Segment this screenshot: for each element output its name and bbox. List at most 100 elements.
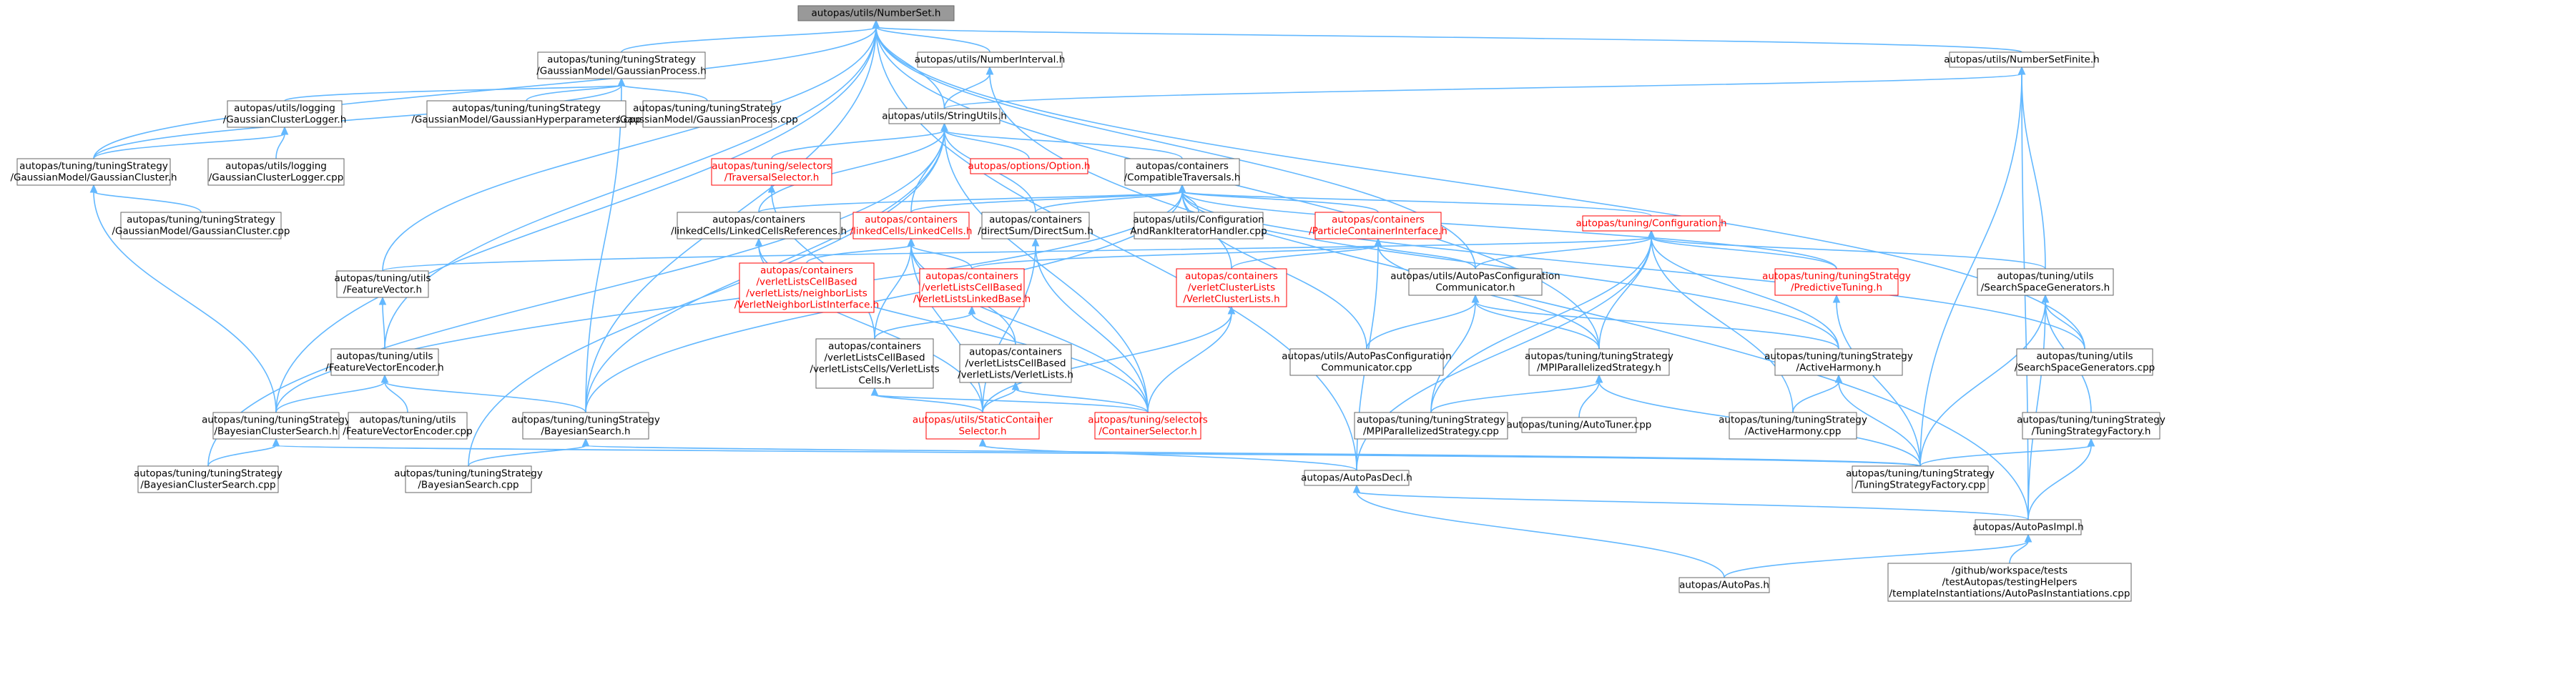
graph-node-n22[interactable]: autopas/containers/verletListsCellBased/… [734,262,880,313]
graph-node-n34[interactable]: autopas/tuning/utils/SearchSpaceGenerato… [2015,348,2155,376]
graph-node-n40[interactable]: autopas/tuning/tuningStrategy/MPIParalle… [1354,412,1508,440]
edge-n33-n42 [1792,381,1839,413]
edge-n27-n48 [2027,301,2046,520]
edge-n29-n38 [874,394,983,413]
edge-n8-n12 [943,129,1030,159]
graph-node-n45[interactable]: autopas/tuning/tuningStrategy/BayesianSe… [394,465,543,493]
graph-node-n30[interactable]: autopas/containers/verletListsCellBased/… [958,344,1073,383]
node-label-line: autopas/utils/AutoPasConfiguration [1390,271,1560,282]
graph-node-n36[interactable]: autopas/tuning/utils/FeatureVectorEncode… [343,412,473,440]
graph-node-n20[interactable]: autopas/tuning/Configuration.h [1575,215,1727,232]
node-label-line: autopas/tuning/AutoTuner.cpp [1507,420,1652,431]
graph-node-n42[interactable]: autopas/tuning/tuningStrategy/ActiveHarm… [1719,412,1867,440]
graph-node-n7[interactable]: autopas/tuning/tuningStrategy/GaussianMo… [616,100,798,128]
graph-node-n28[interactable]: autopas/tuning/utils/FeatureVectorEncode… [325,348,444,376]
edge-n2-n7 [621,84,708,102]
graph-node-n14[interactable]: autopas/tuning/tuningStrategy/GaussianMo… [112,212,290,239]
graph-node-n26[interactable]: autopas/tuning/tuningStrategy/Predictive… [1762,268,1911,296]
node-label-line: autopas/options/Option.h [968,161,1091,172]
graph-node-n16[interactable]: autopas/containers/linkedCells/LinkedCel… [850,212,973,239]
graph-node-n25[interactable]: autopas/utils/AutoPasConfigurationCommun… [1390,268,1560,296]
graph-node-n37[interactable]: autopas/tuning/tuningStrategy/BayesianSe… [511,412,660,440]
edge-n24-n39 [1147,312,1232,413]
edge-arrowhead [617,77,626,86]
node-box [1124,158,1240,186]
graph-node-n9[interactable]: autopas/tuning/tuningStrategy/GaussianMo… [10,158,177,186]
edge-n13-n17 [1035,191,1183,213]
edge-n19-n23 [971,244,1379,270]
graph-node-n29[interactable]: autopas/containers/verletListsCellBased/… [810,338,940,389]
graph-node-n13[interactable]: autopas/containers/CompatibleTraversals.… [1124,158,1241,186]
graph-node-n6[interactable]: autopas/tuning/tuningStrategy/GaussianMo… [411,100,641,128]
graph-node-n8[interactable]: autopas/utils/StringUtils.h [882,108,1007,124]
node-label-line: /CompatibleTraversals.h [1124,172,1241,184]
node-box [207,158,345,186]
graph-node-n4[interactable]: autopas/utils/NumberSetFinite.h [1944,51,2100,68]
graph-node-n18[interactable]: autopas/utils/ConfigurationAndRankIterat… [1130,212,1267,239]
graph-node-n39[interactable]: autopas/tuning/selectors/ContainerSelect… [1088,412,1208,440]
graph-node-n15[interactable]: autopas/containers/linkedCells/LinkedCel… [671,212,847,239]
graph-node-n31[interactable]: autopas/utils/AutoPasConfigurationCommun… [1282,348,1452,376]
graph-node-n21[interactable]: autopas/tuning/utils/FeatureVector.h [334,270,431,298]
graph-node-n41[interactable]: autopas/tuning/AutoTuner.cpp [1507,417,1652,433]
edge-n28-n36 [384,381,408,413]
graph-node-n1[interactable]: autopas/utils/NumberSet.h [797,5,955,21]
edge-arrowhead [2041,294,2050,303]
node-box [1314,212,1442,239]
node-box [797,5,955,21]
node-box [1774,348,1903,376]
node-label-line: /GaussianModel/GaussianHyperparameters.c… [411,114,641,126]
edge-arrowhead [870,387,879,396]
graph-node-n11[interactable]: autopas/tuning/selectors/TraversalSelect… [711,158,832,186]
edge-n17-n39 [1035,244,1149,413]
graph-node-n43[interactable]: autopas/tuning/tuningStrategy/TuningStra… [2017,412,2165,440]
edge-n26-n47 [1836,301,1921,467]
node-label-line: autopas/tuning/tuningStrategy [452,103,601,114]
graph-node-n32[interactable]: autopas/tuning/tuningStrategy/MPIParalle… [1525,348,1673,376]
graph-node-n2[interactable]: autopas/tuning/tuningStrategy/GaussianMo… [536,51,707,79]
graph-node-n24[interactable]: autopas/containers/verletClusterLists/Ve… [1176,268,1287,307]
graph-node-n27[interactable]: autopas/tuning/utils/SearchSpaceGenerato… [1977,268,2114,296]
graph-node-n44[interactable]: autopas/tuning/tuningStrategy/BayesianCl… [134,465,282,493]
graph-node-n49[interactable]: autopas/AutoPas.h [1678,577,1770,593]
graph-node-n5[interactable]: autopas/utils/logging/GaussianClusterLog… [223,100,347,128]
graph-node-n50[interactable]: /github/workspace/tests/testAutopas/test… [1887,563,2132,602]
graph-node-n46[interactable]: autopas/AutoPasDecl.h [1301,470,1412,486]
edge-arrowhead [2024,533,2032,543]
node-box [1521,417,1637,433]
edge-arrowhead [380,374,389,383]
node-label-line: autopas/containers [865,214,958,226]
edge-n1-n35 [275,26,877,413]
node-label-line: autopas/tuning/utils [359,415,456,426]
graph-node-n35[interactable]: autopas/tuning/tuningStrategy/BayesianCl… [202,412,350,440]
edge-n8-n45 [468,129,945,467]
edge-n1-n21 [382,26,877,272]
graph-node-n17[interactable]: autopas/containers/directSum/DirectSum.h [978,212,1093,239]
edge-n8-n15 [758,129,945,213]
graph-node-n33[interactable]: autopas/tuning/tuningStrategy/ActiveHarm… [1764,348,1913,376]
node-label-line: /GaussianClusterLogger.cpp [209,172,344,184]
node-box [711,158,832,186]
node-label-line: autopas/utils/NumberInterval.h [915,54,1066,66]
edge-arrowhead [1031,237,1040,247]
node-box [1134,212,1264,239]
graph-node-n19[interactable]: autopas/containers/ParticleContainerInte… [1309,212,1447,239]
node-label-line: autopas/utils/AutoPasConfiguration [1282,351,1451,362]
edge-n37-n47 [585,445,1921,467]
node-label-line: autopas/tuning/Configuration.h [1575,218,1726,229]
graph-node-n10[interactable]: autopas/utils/logging/GaussianClusterLog… [207,158,345,186]
graph-node-n48[interactable]: autopas/AutoPasImpl.h [1972,519,2084,535]
node-box [1887,563,2132,602]
node-label-line: autopas/tuning/tuningStrategy [127,214,275,226]
graph-node-n12[interactable]: autopas/options/Option.h [968,158,1091,174]
node-box [1975,519,2082,535]
edge-n8-n39 [943,129,1149,413]
node-box [642,100,772,128]
graph-node-n3[interactable]: autopas/utils/NumberInterval.h [915,51,1066,68]
edge-arrowhead [872,19,880,29]
node-label-line: /verletListsCellBased [965,358,1066,370]
edge-n16-n23 [910,244,973,270]
graph-node-n23[interactable]: autopas/containers/verletListsCellBased/… [913,268,1031,307]
graph-node-n47[interactable]: autopas/tuning/tuningStrategy/TuningStra… [1846,465,1995,493]
